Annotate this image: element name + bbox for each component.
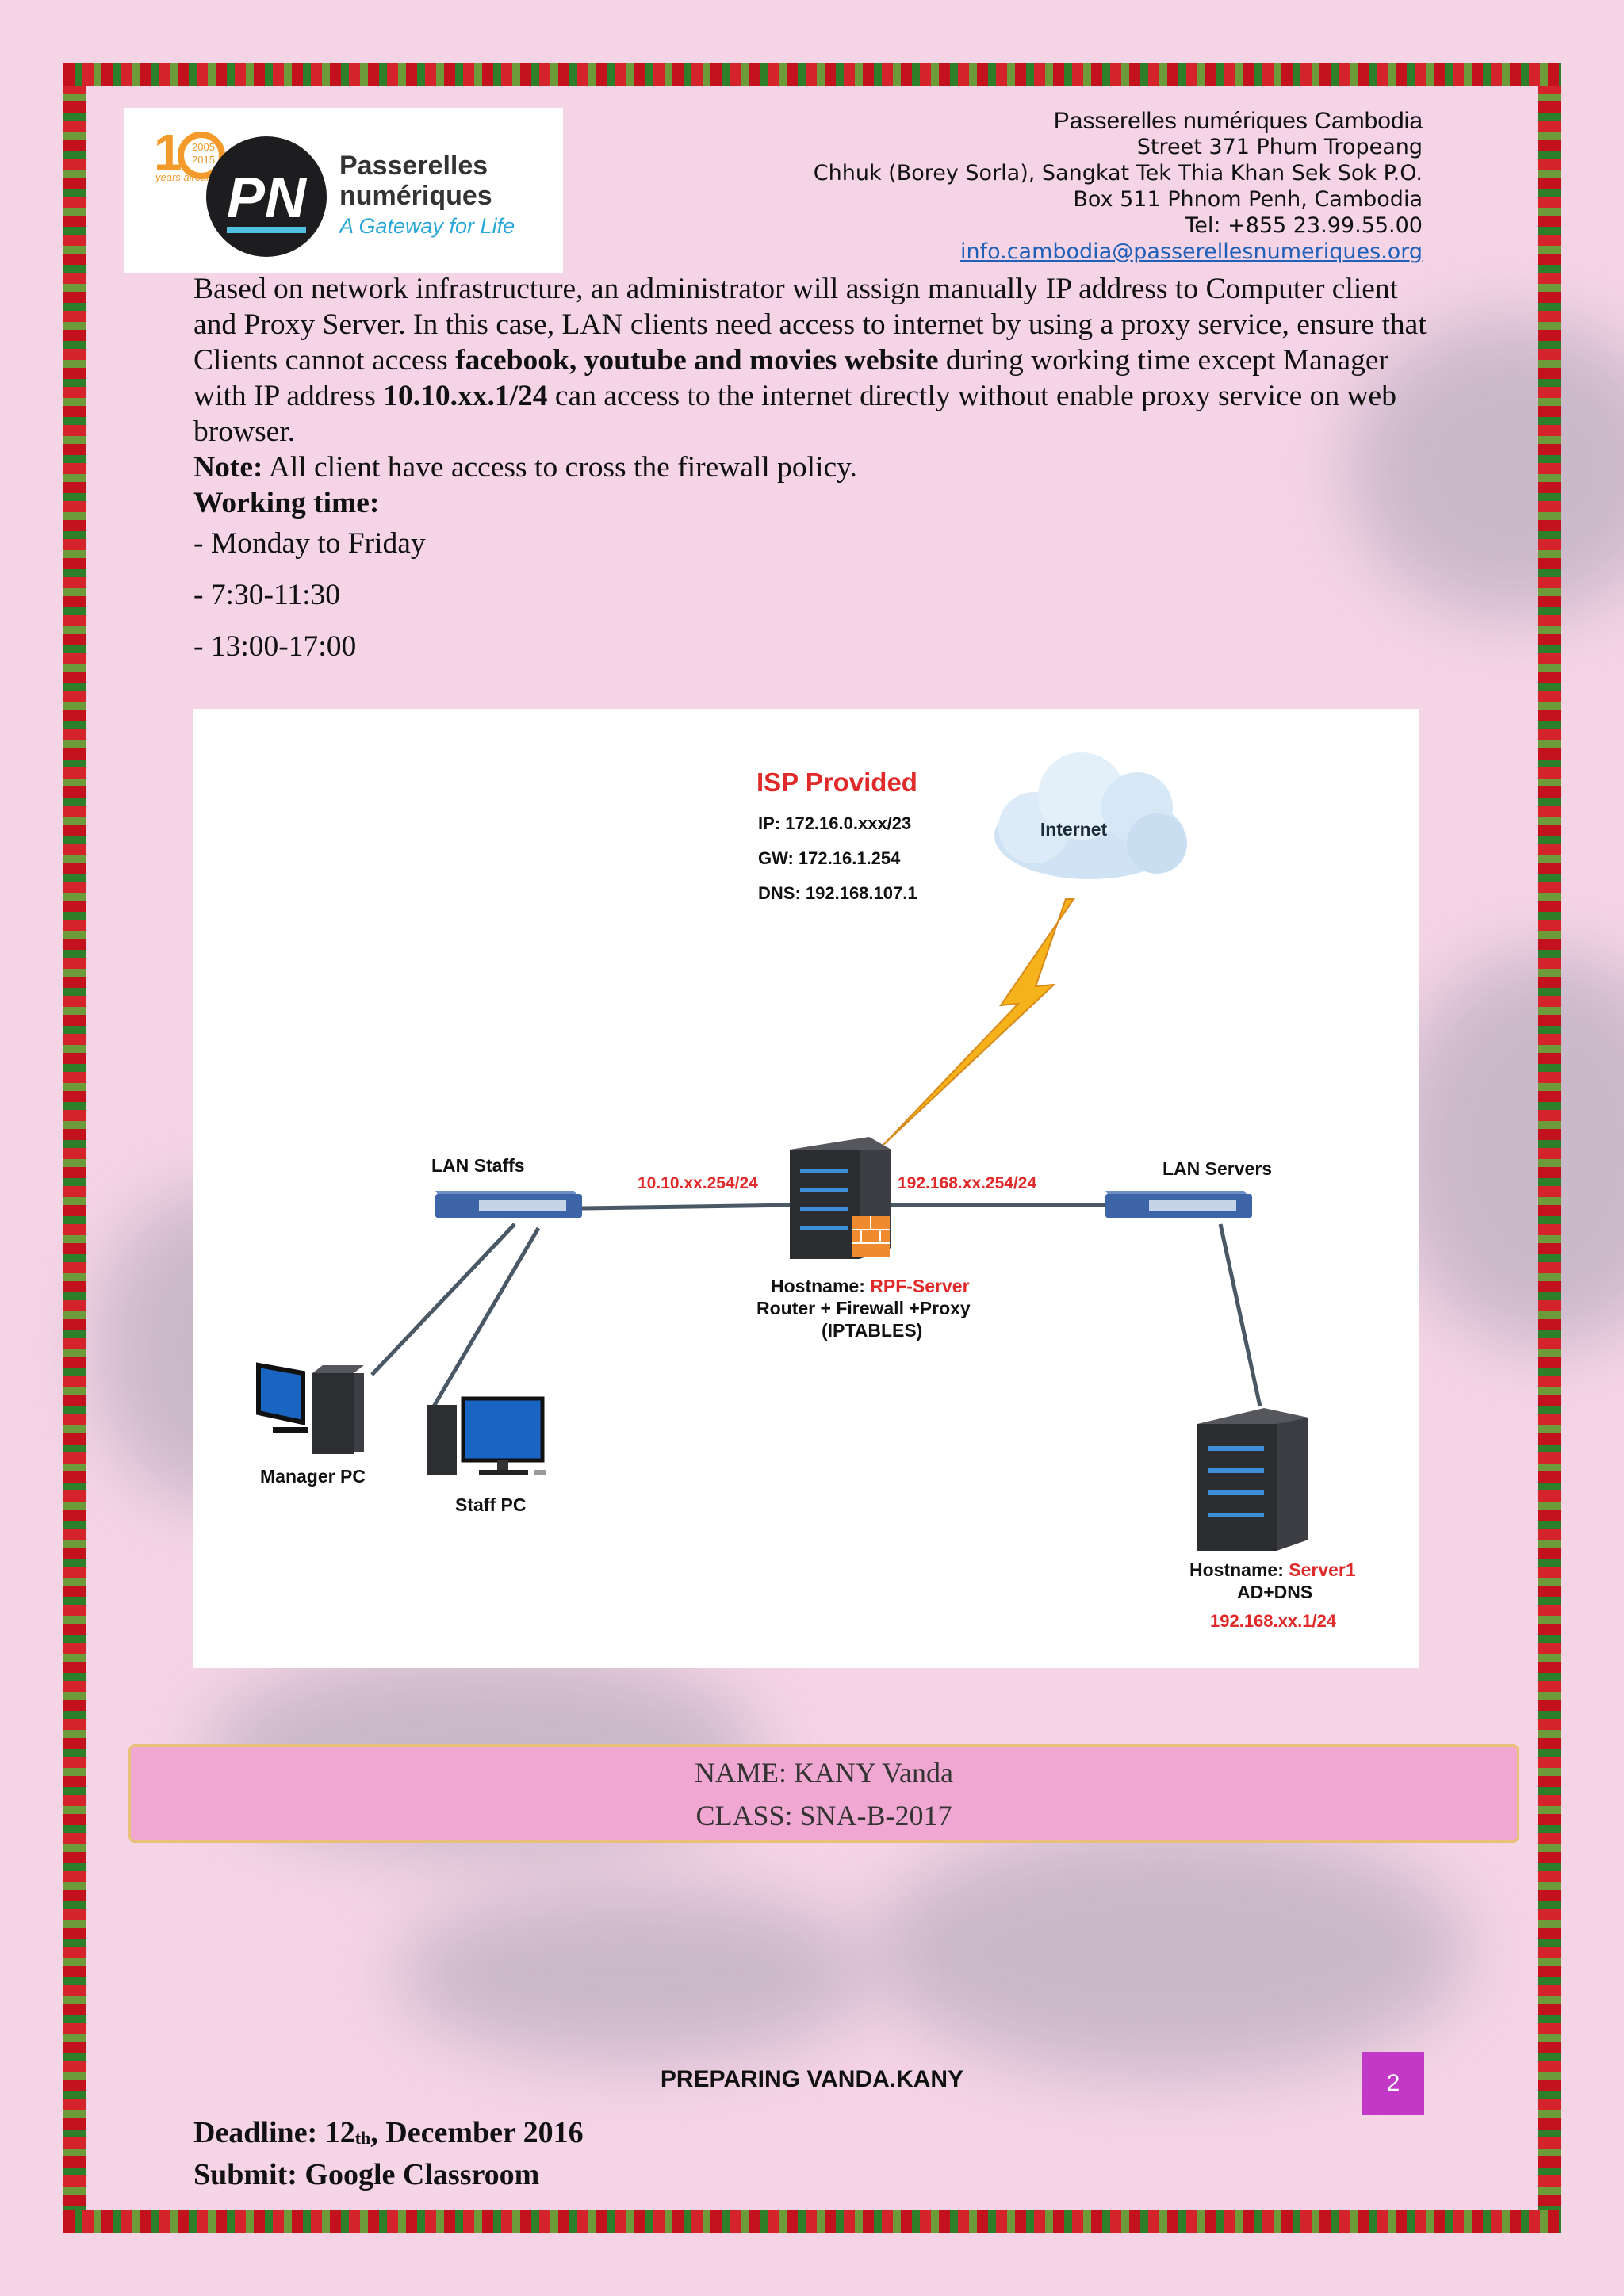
email-link[interactable]: info.cambodia@passerellesnumeriques.org — [959, 239, 1423, 264]
working-time-item: - 13:00-17:00 — [193, 630, 357, 663]
logo-years-top: 2005 — [192, 141, 215, 153]
internet-cloud-icon — [994, 752, 1187, 879]
working-time-item: - 7:30-11:30 — [193, 579, 341, 611]
lan-staffs-switch-icon — [435, 1191, 582, 1218]
server1-role: AD+DNS — [1237, 1582, 1312, 1602]
working-time-heading: Working time: — [193, 487, 380, 519]
server-interface-ip: 192.168.xx.254/24 — [898, 1174, 1036, 1192]
manager-pc-icon — [256, 1362, 364, 1454]
student-info-banner: NAME: KANY Vanda CLASS: SNA-B-2017 — [128, 1744, 1519, 1843]
lan-servers-label: LAN Servers — [1162, 1158, 1272, 1179]
svg-text:1: 1 — [154, 124, 182, 181]
logo-initials: PN — [227, 166, 308, 230]
footer-text: PREPARING VANDA.KANY — [660, 2066, 964, 2092]
router-subtitle: (IPTABLES) — [822, 1320, 922, 1341]
internet-label: Internet — [1040, 819, 1108, 840]
address-line: Box 511 Phnom Penh, Cambodia — [1073, 187, 1423, 212]
deadline: Deadline: 12th, December 2016 — [193, 2116, 584, 2149]
server1-hostname: Hostname: Server1 — [1189, 1559, 1356, 1580]
logo-tagline: A Gateway for Life — [338, 214, 515, 238]
isp-dns: DNS: 192.168.107.1 — [758, 883, 917, 903]
router-hostname: Hostname: RPF-Server — [771, 1276, 970, 1296]
isp-title: ISP Provided — [756, 767, 917, 797]
firewall-icon — [852, 1216, 890, 1257]
logo-name-1: Passerelles — [339, 151, 488, 181]
logo-years-already: years already — [155, 171, 219, 183]
staff-pc-icon — [427, 1396, 546, 1475]
org-address: Passerelles numériques Cambodia Street 3… — [709, 108, 1423, 265]
pn-logo-graphic: 1 2005 2015 years already PN Passerelles… — [154, 124, 515, 257]
isp-gateway: GW: 172.16.1.254 — [758, 848, 901, 868]
address-line: Street 371 Phum Tropeang — [1136, 135, 1423, 159]
server1-ip: 192.168.xx.1/24 — [1210, 1611, 1337, 1631]
isp-ip: IP: 172.16.0.xxx/23 — [758, 813, 911, 833]
lan-staffs-label: LAN Staffs — [431, 1155, 525, 1176]
student-name: NAME: KANY Vanda — [695, 1757, 953, 1789]
manager-pc-label: Manager PC — [260, 1466, 366, 1487]
working-time-item: - Monday to Friday — [193, 527, 426, 560]
staff-pc-label: Staff PC — [455, 1494, 526, 1515]
phone: Tel: +855 23.99.55.00 — [1185, 213, 1423, 238]
student-class: CLASS: SNA-B-2017 — [695, 1800, 952, 1831]
org-name: Passerelles numériques Cambodia — [1053, 108, 1423, 134]
lan-servers-switch-icon — [1105, 1191, 1252, 1218]
deadline-block: Deadline: 12th, December 2016 Submit: Go… — [193, 2114, 584, 2194]
lan-interface-ip: 10.10.xx.254/24 — [638, 1174, 758, 1192]
submit-method: Submit: Google Classroom — [193, 2158, 540, 2191]
server1-icon — [1197, 1408, 1308, 1551]
assignment-text: Based on network infrastructure, an admi… — [193, 271, 1431, 664]
logo-years-bottom: 2015 — [192, 154, 215, 166]
wan-link-icon — [883, 898, 1075, 1146]
logo-name-2: numériques — [339, 181, 492, 211]
note: Note: All client have access to cross th… — [193, 451, 857, 484]
pn-logo: 1 2005 2015 years already PN Passerelles… — [124, 108, 563, 273]
network-diagram: Internet ISP Provided IP: 172.16.0.xxx/2… — [193, 709, 1419, 1668]
router-role: Router + Firewall +Proxy — [756, 1298, 971, 1318]
page-number: 2 — [1362, 2052, 1424, 2115]
address-line: Chhuk (Borey Sorla), Sangkat Tek Thia Kh… — [813, 161, 1423, 186]
description-paragraph: Based on network infrastructure, an admi… — [193, 273, 1427, 448]
